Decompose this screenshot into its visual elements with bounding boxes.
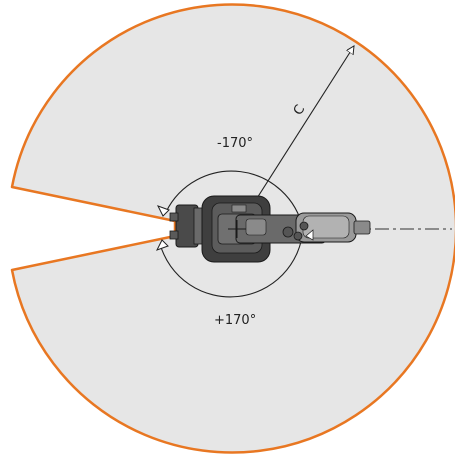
- arrowhead-positive: [155, 239, 169, 251]
- neg-angle-label: -170°: [217, 136, 253, 151]
- rotation-arc-positive: [159, 228, 304, 298]
- robot-top-view: [169, 195, 371, 263]
- rotation-arc-negative: [165, 170, 304, 230]
- pos-angle-label: +170°: [214, 313, 256, 328]
- arrowhead-negative: [156, 205, 170, 217]
